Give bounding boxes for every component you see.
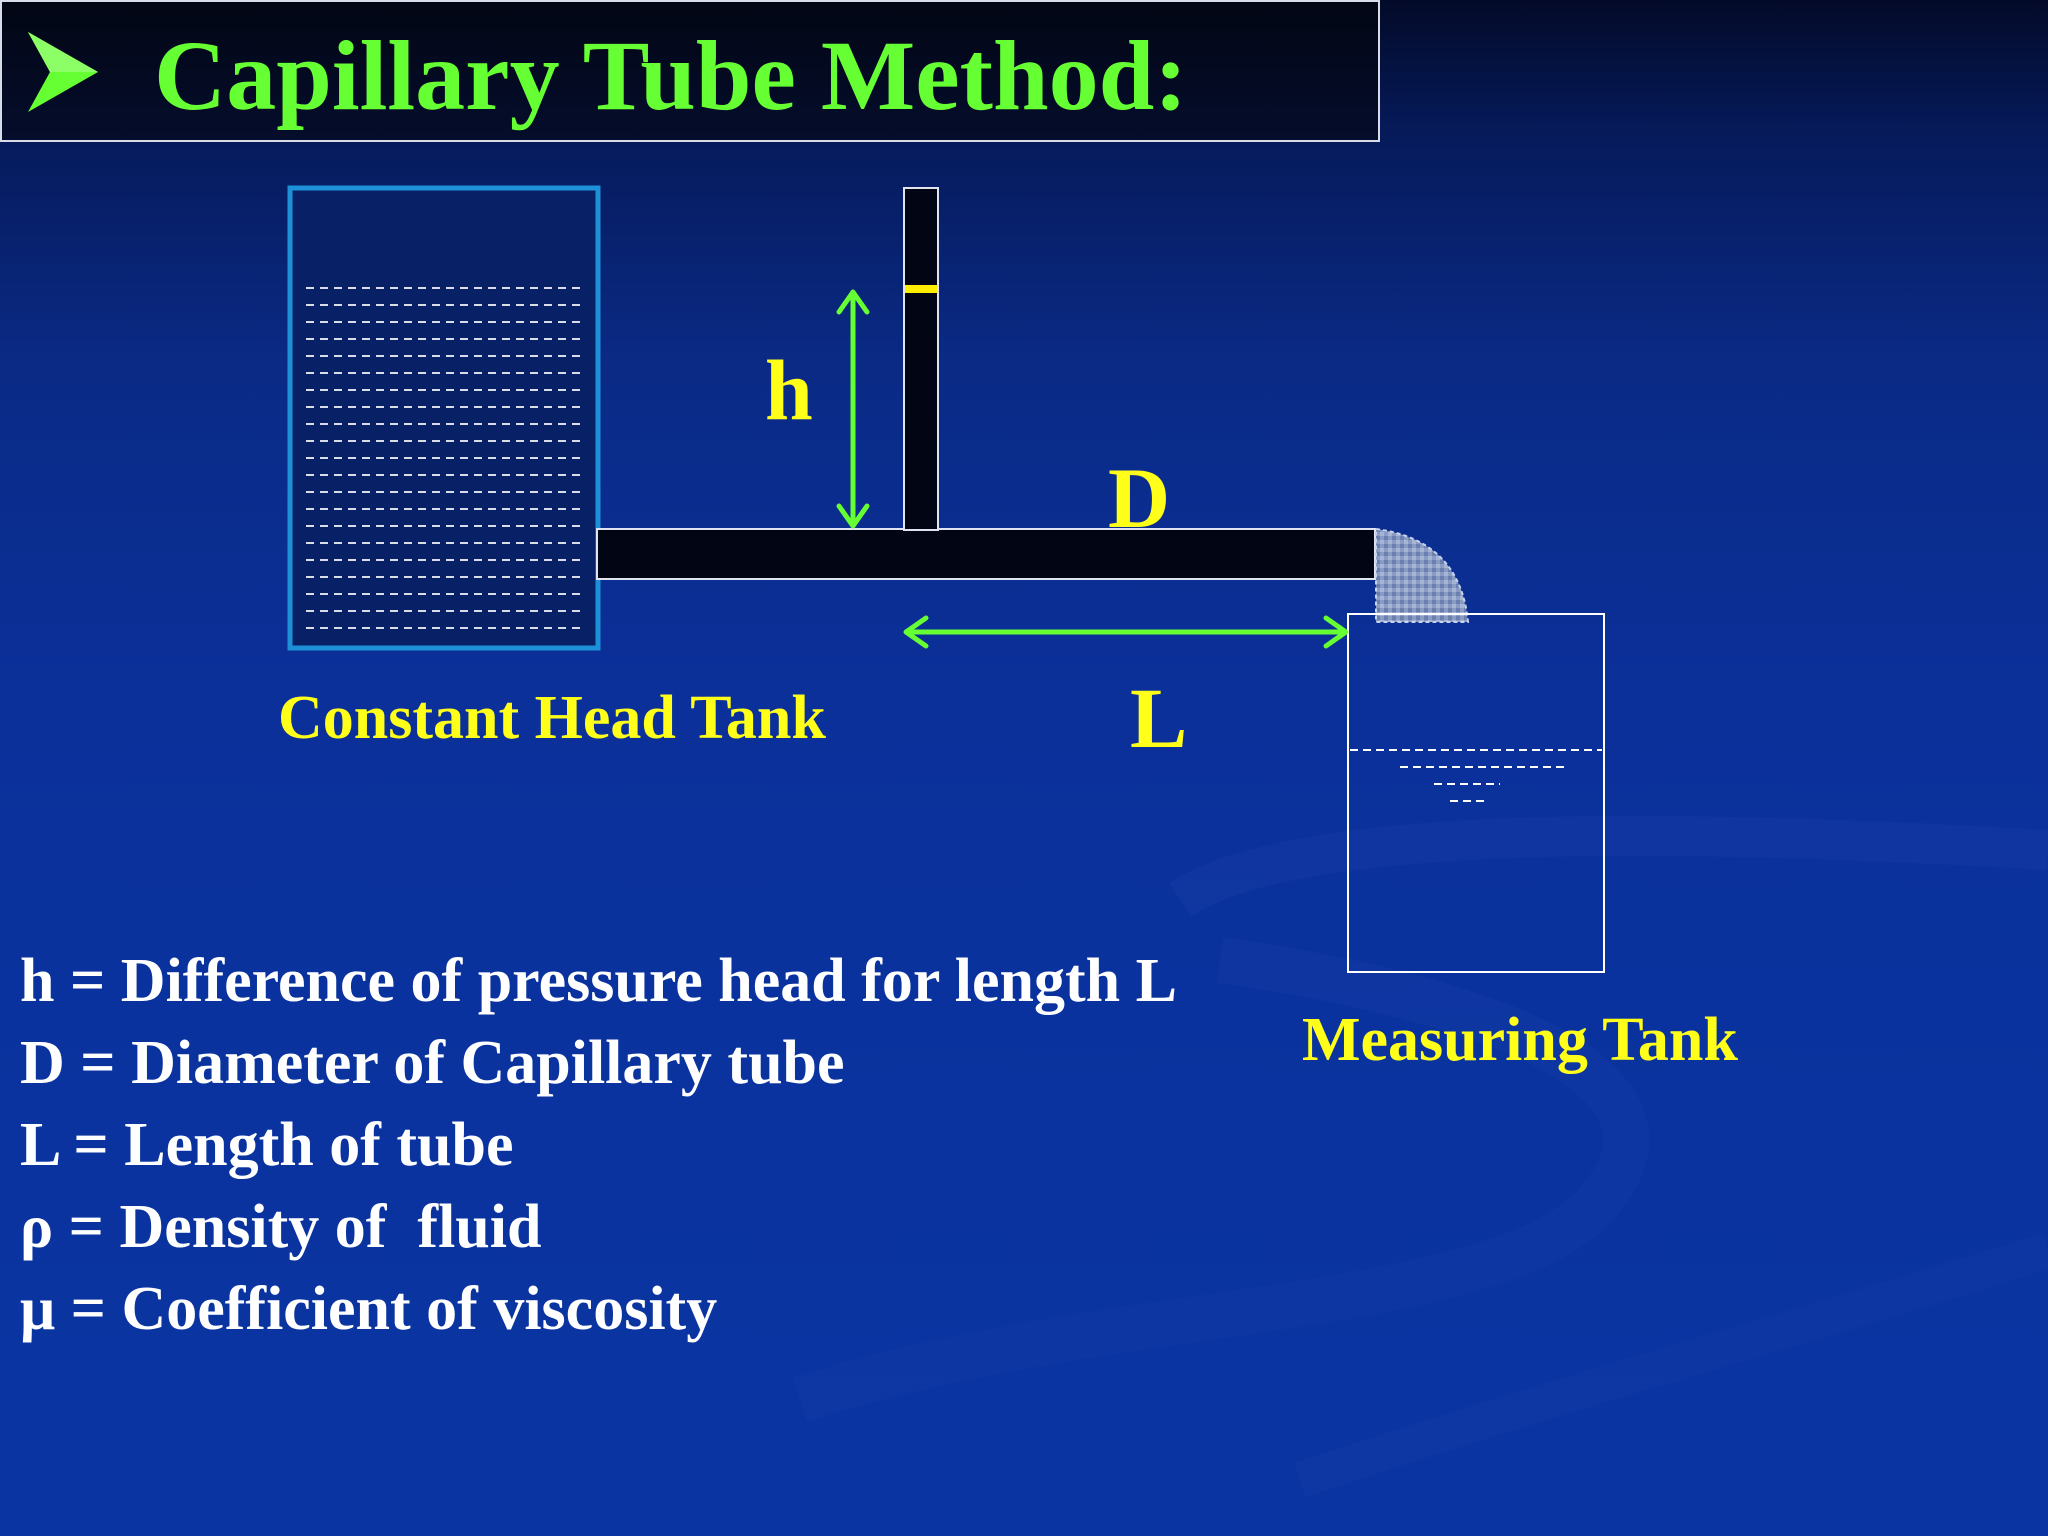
constant-head-tank (287, 185, 601, 651)
measuring-tank (1347, 613, 1605, 973)
l-arrow (903, 615, 1349, 649)
outlet-cloth (1375, 527, 1470, 623)
title-bar: Capillary Tube Method: (0, 0, 1380, 142)
piezometer-level-mark (905, 285, 937, 293)
label-d: D (1108, 450, 1171, 546)
definitions-list: h = Difference of pressure head for leng… (20, 940, 1177, 1350)
label-constant-head-tank: Constant Head Tank (278, 684, 826, 752)
label-h: h (765, 342, 813, 438)
definition-mu: μ = Coefficient of viscosity (20, 1275, 718, 1343)
definition-l: L = Length of tube (20, 1111, 514, 1179)
definition-h: h = Difference of pressure head for leng… (20, 947, 1177, 1015)
arrow-bullet-icon (28, 32, 98, 112)
capillary-tube (596, 528, 1376, 580)
definition-d: D = Diameter of Capillary tube (20, 1029, 845, 1097)
h-arrow (836, 289, 870, 529)
page-title: Capillary Tube Method: (154, 20, 1188, 131)
label-measuring-tank: Measuring Tank (1302, 1006, 1738, 1074)
tank-water-lines (306, 287, 580, 629)
piezometer-tube (903, 187, 939, 531)
label-l: L (1130, 670, 1188, 766)
definition-rho: ρ = Density of fluid (20, 1193, 542, 1261)
